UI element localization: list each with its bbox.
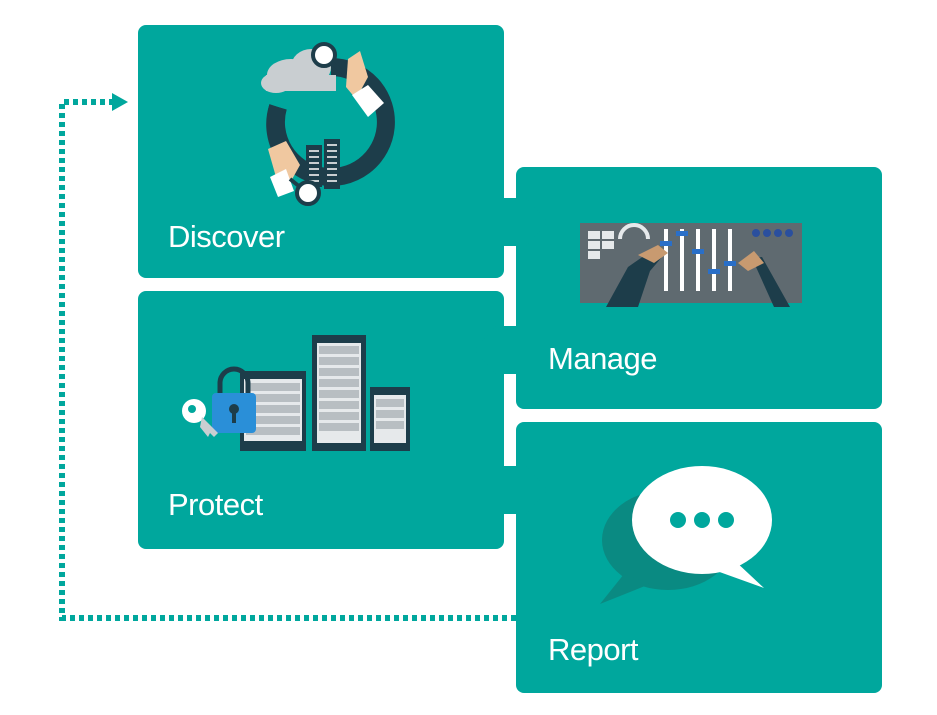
- step-label-manage: Manage: [548, 341, 658, 376]
- chevron-left-icon: [474, 326, 516, 374]
- cloud-servers-magnifier-icon: [261, 42, 395, 206]
- step-label-report: Report: [548, 632, 639, 667]
- mixing-console-icon: [580, 223, 802, 307]
- chevron-right-icon: [504, 198, 548, 246]
- loop-arrowhead-icon: [112, 93, 128, 111]
- chat-bubbles-icon: [600, 466, 772, 604]
- step-label-protect: Protect: [168, 487, 263, 522]
- key-lock-servers-icon: [182, 335, 410, 451]
- step-label-discover: Discover: [168, 219, 285, 254]
- step-card-report: Report: [516, 422, 882, 693]
- step-card-discover: Discover: [138, 25, 504, 278]
- step-card-manage: Manage: [516, 167, 882, 409]
- chevron-right-icon: [504, 466, 548, 514]
- step-card-protect: Protect: [138, 291, 504, 549]
